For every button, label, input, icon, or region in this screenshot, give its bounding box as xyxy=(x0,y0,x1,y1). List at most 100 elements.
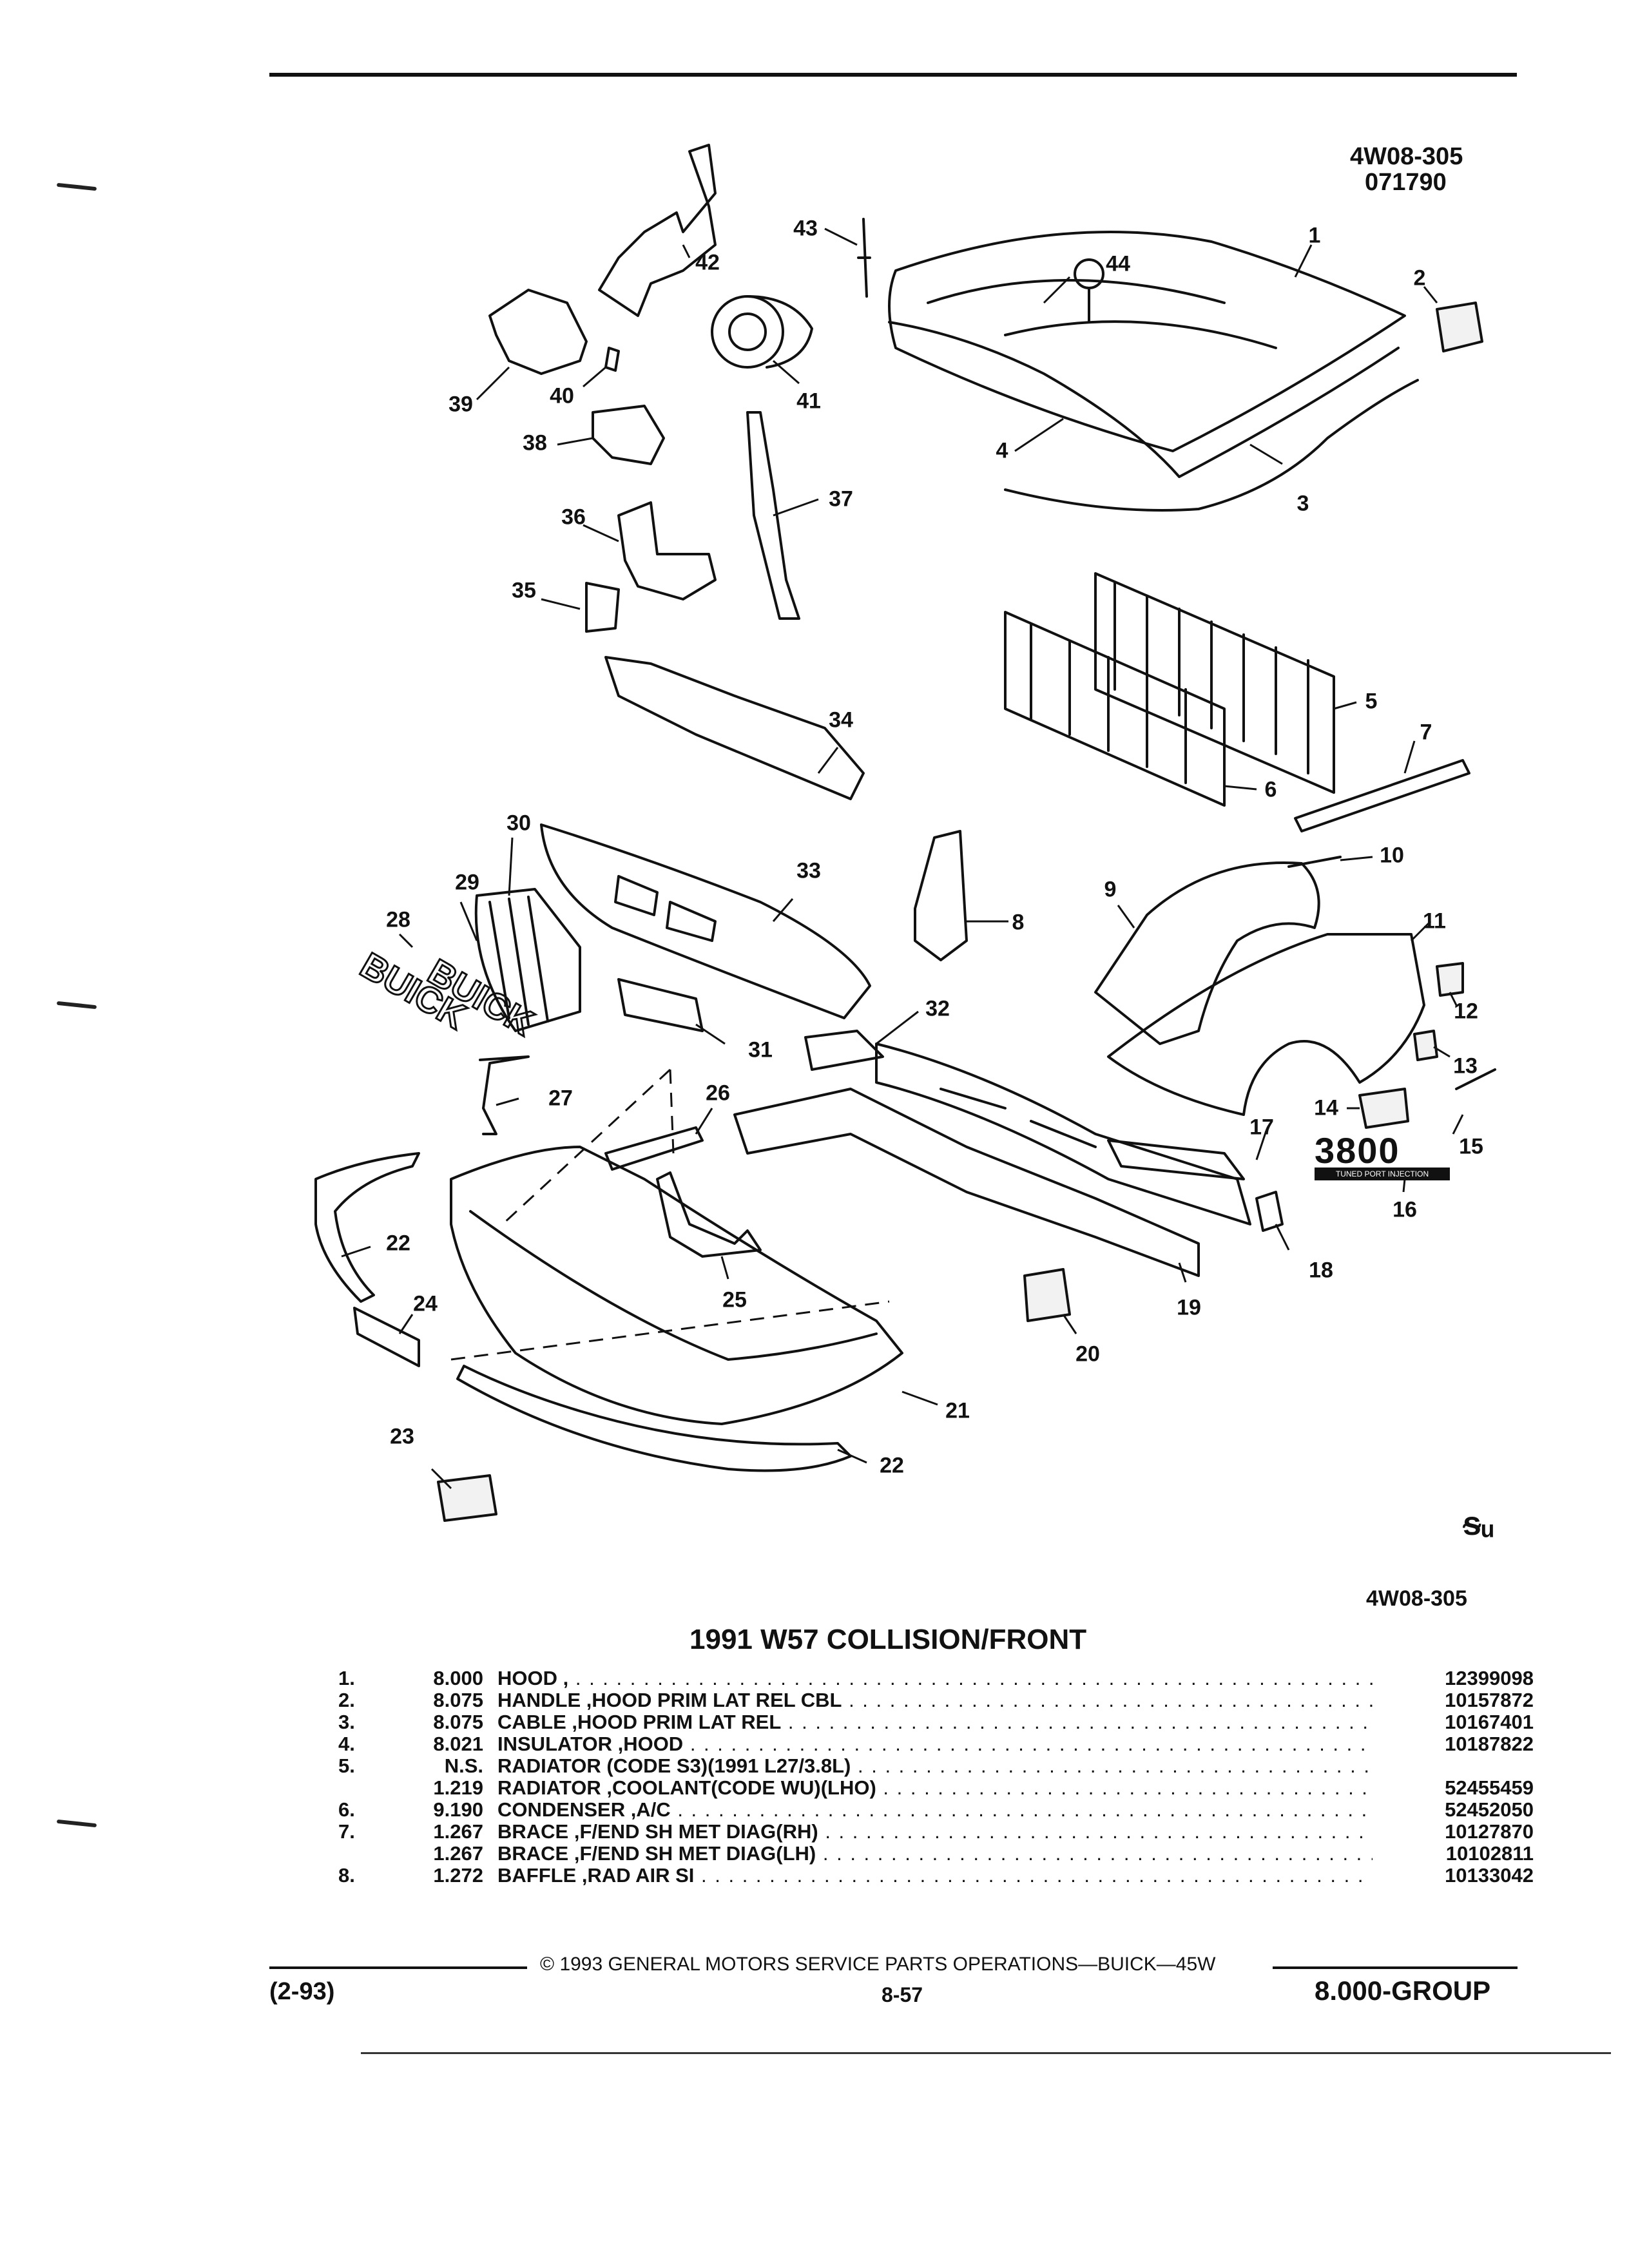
callout-40: 40 xyxy=(550,383,574,408)
illustration-code: 4W08-305 xyxy=(1350,143,1463,170)
fender-molding xyxy=(1358,1088,1409,1129)
callout-28: 28 xyxy=(386,907,410,932)
part-group: N.S. xyxy=(444,1754,483,1777)
air-deflector xyxy=(604,656,865,800)
callout-11: 11 xyxy=(1423,908,1446,934)
part-index: 4. xyxy=(338,1733,355,1755)
callout-25: 25 xyxy=(722,1287,747,1312)
parts-row: 8. 1.272 BAFFLE ,RAD AIR SI 10133042 xyxy=(290,1865,1534,1887)
footer-group: 8.000-GROUP xyxy=(1315,1975,1491,2006)
impact-bar xyxy=(733,1088,1200,1277)
callout-44: 44 xyxy=(1106,251,1130,276)
parts-row: 3. 8.075 CABLE ,HOOD PRIM LAT REL 101674… xyxy=(290,1711,1534,1733)
callout-36: 36 xyxy=(561,505,586,530)
ac-compressor xyxy=(711,295,784,369)
callout-26: 26 xyxy=(706,1081,730,1106)
callout-34: 34 xyxy=(829,707,853,733)
part-index: 6. xyxy=(338,1798,355,1821)
parts-row: 2. 8.075 HANDLE ,HOOD PRIM LAT REL CBL 1… xyxy=(290,1689,1534,1711)
parts-row: 1.267 BRACE ,F/END SH MET DIAG(LH) 10102… xyxy=(290,1843,1534,1865)
callout-30: 30 xyxy=(506,811,531,836)
part-group: 8.075 xyxy=(433,1689,483,1711)
hood xyxy=(888,231,1406,452)
callout-32: 32 xyxy=(925,996,950,1021)
callout-22-upper: 22 xyxy=(386,1231,410,1256)
part-group: 9.190 xyxy=(433,1798,483,1821)
callout-19: 19 xyxy=(1177,1295,1201,1320)
callout-5: 5 xyxy=(1365,689,1378,714)
hood-latch xyxy=(488,289,588,375)
part-description: RADIATOR ,COOLANT(CODE WU)(LHO) xyxy=(497,1777,1373,1799)
engine-badge-number: 3800 xyxy=(1315,1130,1400,1171)
diagonal-brace xyxy=(1294,759,1470,832)
hood-crease xyxy=(927,279,1277,349)
part-number: 52455459 xyxy=(1445,1776,1534,1799)
footer-page: 8-57 xyxy=(882,1983,923,2006)
fender xyxy=(1107,933,1425,1116)
part-index: 8. xyxy=(338,1864,355,1887)
callout-33: 33 xyxy=(796,858,821,883)
callout-7: 7 xyxy=(1420,720,1432,745)
part-index: 2. xyxy=(338,1689,355,1711)
callout-41: 41 xyxy=(796,389,821,414)
callout-21: 21 xyxy=(945,1398,970,1423)
part-group: 8.000 xyxy=(433,1667,483,1689)
lower-valance xyxy=(456,1365,852,1472)
parts-row: 5. N.S. RADIATOR (CODE S3)(1991 L27/3.8L… xyxy=(290,1755,1534,1777)
part-group: 1.219 xyxy=(433,1776,483,1799)
footer-rule-right xyxy=(1273,1966,1518,1969)
engine-badge: 3800 TUNED PORT INJECTION xyxy=(1315,1130,1450,1180)
fender-liner xyxy=(1094,861,1320,1045)
illustration-date: 071790 xyxy=(1365,169,1447,196)
callout-42: 42 xyxy=(695,250,720,275)
callout-14: 14 xyxy=(1314,1095,1338,1120)
callout-15: 15 xyxy=(1459,1134,1483,1159)
part-group: 8.021 xyxy=(433,1733,483,1755)
part-number: 10187822 xyxy=(1445,1733,1534,1755)
parts-row: 1.219 RADIATOR ,COOLANT(CODE WU)(LHO) 52… xyxy=(290,1777,1534,1799)
part-number: 10167401 xyxy=(1445,1711,1534,1733)
part-number: 10102811 xyxy=(1445,1842,1534,1865)
top-rule xyxy=(269,73,1517,77)
part-index: 1. xyxy=(338,1667,355,1689)
bottom-rule xyxy=(361,2052,1611,2054)
callout-12: 12 xyxy=(1454,999,1478,1024)
callout-9: 9 xyxy=(1104,877,1117,902)
latch-bracket xyxy=(592,405,665,465)
part-group: 8.075 xyxy=(433,1711,483,1733)
fog-lamp xyxy=(437,1474,497,1522)
hood-insulator xyxy=(888,321,1400,478)
part-description: INSULATOR ,HOOD xyxy=(497,1733,1373,1755)
footer-rule-left xyxy=(269,1966,527,1969)
part-description: BAFFLE ,RAD AIR SI xyxy=(497,1865,1373,1887)
part-number: 10127870 xyxy=(1445,1820,1534,1843)
hood-hinge xyxy=(598,144,717,317)
bumper-trim xyxy=(479,1055,530,1135)
bumper-filler xyxy=(314,1152,420,1303)
part-description: BRACE ,F/END SH MET DIAG(LH) xyxy=(497,1843,1373,1865)
callout-31: 31 xyxy=(748,1037,773,1062)
handle xyxy=(1436,302,1483,352)
bumper-support xyxy=(656,1171,762,1258)
part-number: 10133042 xyxy=(1445,1864,1534,1887)
callout-23: 23 xyxy=(390,1424,414,1449)
callout-24: 24 xyxy=(413,1291,438,1316)
footer-copyright: © 1993 GENERAL MOTORS SERVICE PARTS OPER… xyxy=(540,1954,1216,1975)
park-lamp xyxy=(617,978,704,1032)
parts-row: 7. 1.267 BRACE ,F/END SH MET DIAG(RH) 10… xyxy=(290,1821,1534,1843)
callout-38: 38 xyxy=(523,430,547,456)
energy-absorber xyxy=(1023,1268,1071,1322)
bar-clip xyxy=(1255,1191,1284,1232)
parts-row: 1. 8.000 HOOD , 12399098 xyxy=(290,1667,1534,1689)
radiator xyxy=(1094,572,1335,794)
part-index: 5. xyxy=(338,1754,355,1777)
condenser xyxy=(1004,611,1226,807)
callout-16: 16 xyxy=(1393,1197,1417,1222)
part-description: BRACE ,F/END SH MET DIAG(RH) xyxy=(497,1821,1373,1843)
part-description: CONDENSER ,A/C xyxy=(497,1799,1373,1821)
part-group: 1.267 xyxy=(433,1820,483,1843)
callout-22-lower: 22 xyxy=(880,1453,904,1478)
callout-6: 6 xyxy=(1264,777,1277,802)
part-description: HANDLE ,HOOD PRIM LAT REL CBL xyxy=(497,1689,1373,1711)
part-description: RADIATOR (CODE S3)(1991 L27/3.8L) xyxy=(497,1755,1373,1777)
